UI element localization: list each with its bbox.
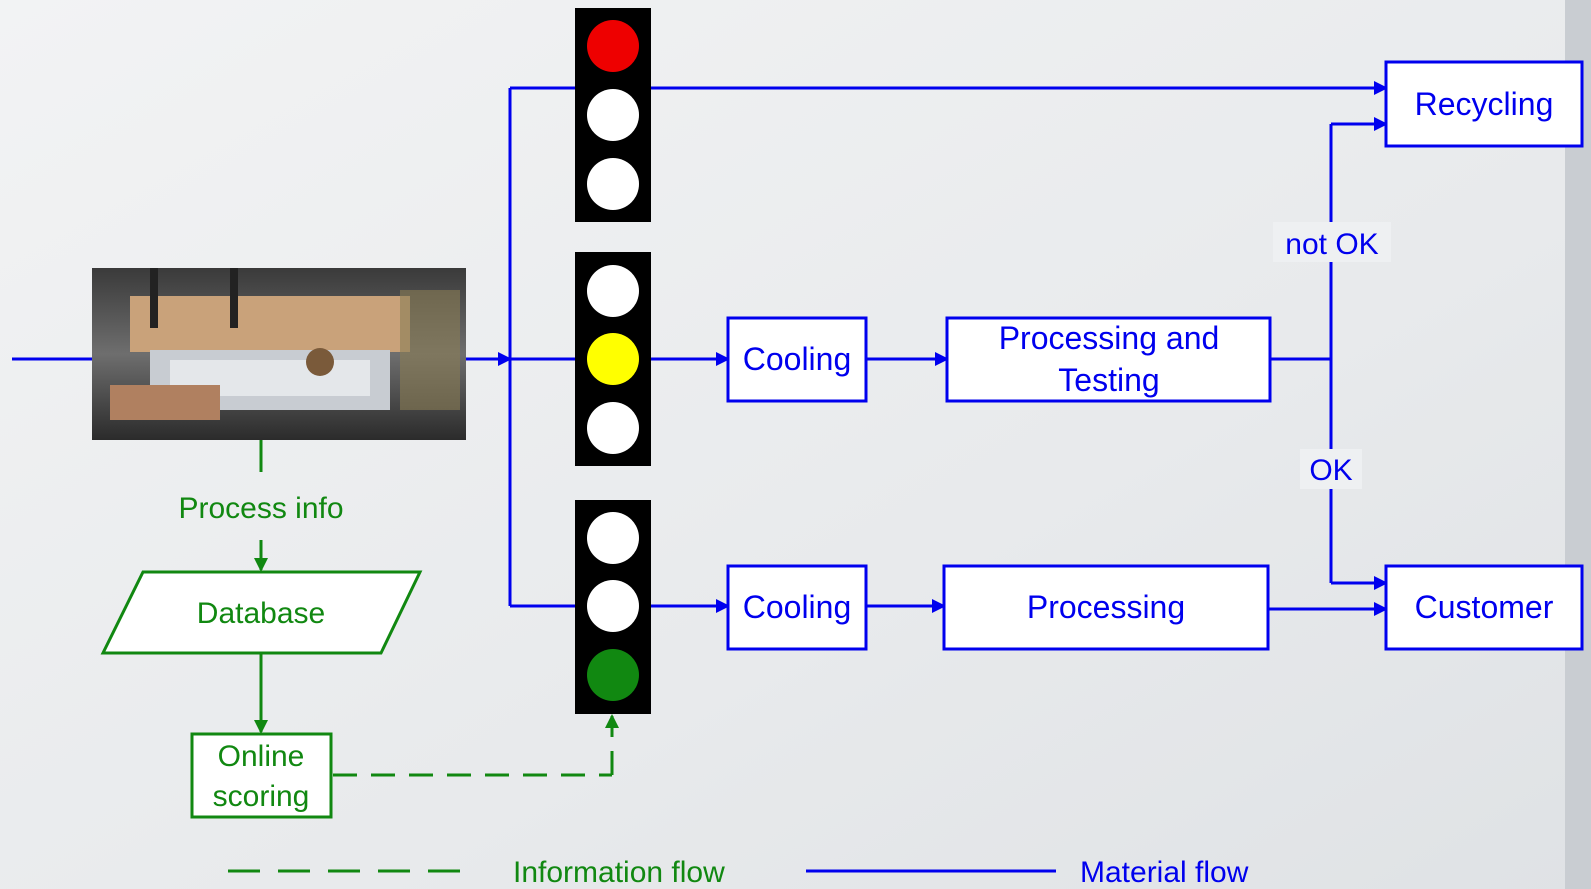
- traffic-light-green: [575, 500, 651, 714]
- online-scoring-label-line2: scoring: [213, 780, 310, 813]
- lamp-yellow-2: [587, 402, 639, 454]
- lamp-red-2: [587, 158, 639, 210]
- processing-testing-label-line2: Testing: [1058, 362, 1159, 398]
- customer-label: Customer: [1415, 589, 1554, 625]
- cooling-label-top: Cooling: [743, 341, 852, 377]
- lamp-green-0: [587, 512, 639, 564]
- lamp-green-1: [587, 580, 639, 632]
- recycling-label: Recycling: [1415, 86, 1554, 122]
- lamp-red-0: [587, 20, 639, 72]
- traffic-light-yellow: [575, 252, 651, 466]
- ok-label: OK: [1309, 454, 1352, 487]
- database-label: Database: [197, 597, 325, 630]
- processing-label: Processing: [1027, 589, 1185, 625]
- engine-block-photo: [92, 268, 466, 440]
- lamp-yellow-1: [587, 333, 639, 385]
- traffic-light-red: [575, 8, 651, 222]
- lamp-green-2: [587, 649, 639, 701]
- lamp-red-1: [587, 89, 639, 141]
- cooling-label-bottom: Cooling: [743, 589, 852, 625]
- not-ok-label: not OK: [1285, 228, 1378, 261]
- legend-material-label: Material flow: [1080, 856, 1249, 889]
- processing-testing-label-line1: Processing and: [999, 320, 1220, 356]
- process-info-label: Process info: [178, 492, 343, 525]
- lamp-yellow-0: [587, 265, 639, 317]
- online-scoring-label-line1: Online: [218, 740, 305, 773]
- legend-information-label: Information flow: [513, 856, 725, 889]
